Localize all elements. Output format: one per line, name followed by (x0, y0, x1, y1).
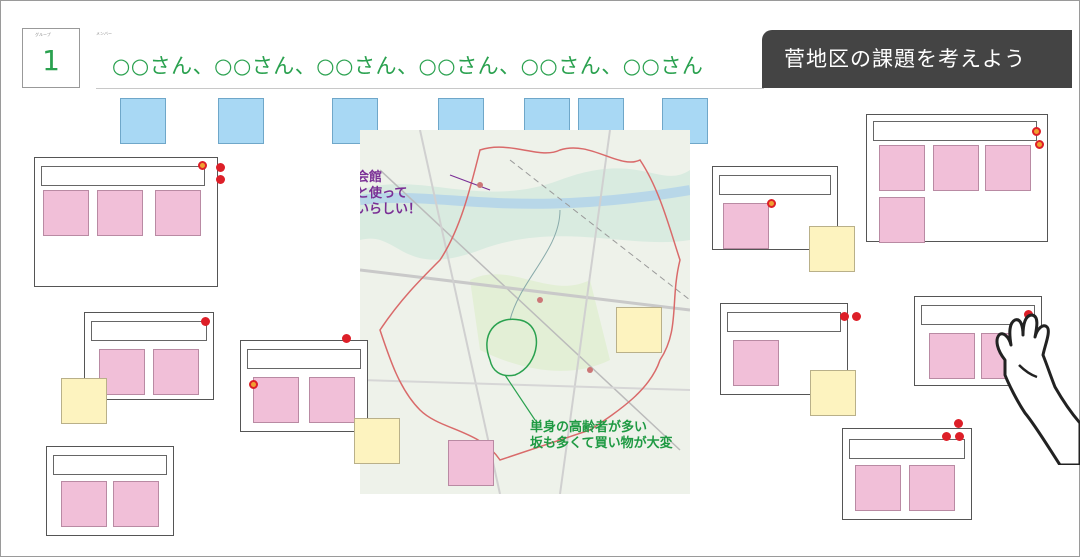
yellow-sticky-note[interactable] (354, 418, 400, 464)
card-title-field[interactable] (41, 166, 205, 186)
pink-sticky-note[interactable] (253, 377, 299, 423)
marker-dot[interactable] (216, 175, 225, 184)
area-map[interactable]: 町会会館 もっと使って ほしいらしい！ 単身の高齢者が多い 坂も多くて買い物が大… (360, 130, 690, 494)
pink-sticky-note[interactable] (909, 465, 955, 511)
idea-card[interactable] (842, 428, 972, 520)
map-note-1: 町会会館 もっと使って ほしいらしい！ (360, 170, 421, 218)
pink-sticky-note[interactable] (933, 145, 979, 191)
hand-cursor-icon (995, 313, 1080, 465)
yellow-sticky-note[interactable] (616, 307, 662, 353)
marker-dot[interactable] (852, 312, 861, 321)
map-note-line: ほしいらしい！ (360, 202, 422, 217)
pink-sticky-note[interactable] (733, 340, 779, 386)
yellow-sticky-note[interactable] (61, 378, 107, 424)
pink-sticky-note[interactable] (155, 190, 201, 236)
marker-dot[interactable] (954, 419, 963, 428)
idea-card[interactable] (866, 114, 1048, 243)
marker-dot[interactable] (767, 199, 776, 208)
pink-sticky-note[interactable] (309, 377, 355, 423)
blue-sticky-note[interactable] (120, 98, 166, 144)
group-label: グループ (35, 32, 51, 37)
marker-dot[interactable] (342, 334, 351, 343)
yellow-sticky-note[interactable] (809, 226, 855, 272)
card-title-field[interactable] (873, 121, 1037, 141)
members-underline (96, 88, 764, 89)
pink-sticky-note[interactable] (97, 190, 143, 236)
yellow-sticky-note[interactable] (810, 370, 856, 416)
idea-card[interactable] (46, 446, 174, 536)
idea-card[interactable] (240, 340, 368, 432)
map-note-line: 坂も多くて買い物が大変 (530, 436, 673, 451)
marker-dot[interactable] (955, 432, 964, 441)
marker-dot[interactable] (1035, 140, 1044, 149)
members-names: ○○さん、○○さん、○○さん、○○さん、○○さん、○○さん (112, 54, 704, 78)
pink-sticky-note[interactable] (723, 203, 769, 249)
pink-sticky-note[interactable] (113, 481, 159, 527)
card-title-field[interactable] (719, 175, 831, 195)
pink-sticky-note[interactable] (153, 349, 199, 395)
pink-sticky-note[interactable] (43, 190, 89, 236)
marker-dot[interactable] (216, 163, 225, 172)
pink-sticky-note[interactable] (985, 145, 1031, 191)
idea-card[interactable] (84, 312, 214, 400)
map-note-line: 単身の高齢者が多い (530, 420, 648, 435)
pink-sticky-note[interactable] (855, 465, 901, 511)
blue-sticky-note[interactable] (218, 98, 264, 144)
map-note-line: もっと使って (360, 186, 408, 201)
marker-dot[interactable] (840, 312, 849, 321)
pink-sticky-note[interactable] (448, 440, 494, 486)
marker-dot[interactable] (942, 432, 951, 441)
card-title-field[interactable] (727, 312, 841, 332)
pink-sticky-note[interactable] (61, 481, 107, 527)
marker-dot[interactable] (201, 317, 210, 326)
marker-dot[interactable] (198, 161, 207, 170)
card-title-field[interactable] (91, 321, 207, 341)
members-label: メンバー (96, 31, 112, 36)
pink-sticky-note[interactable] (879, 197, 925, 243)
group-box (22, 28, 80, 88)
card-title-field[interactable] (53, 455, 167, 475)
group-number: 1 (42, 44, 60, 77)
map-note-line: 町会会館 (360, 170, 383, 185)
page-title: 菅地区の課題を考えよう (762, 30, 1072, 88)
marker-dot[interactable] (1032, 127, 1041, 136)
card-title-field[interactable] (849, 439, 965, 459)
pink-sticky-note[interactable] (929, 333, 975, 379)
card-title-field[interactable] (247, 349, 361, 369)
idea-card[interactable] (712, 166, 838, 250)
idea-card[interactable] (34, 157, 218, 287)
map-note-2: 単身の高齢者が多い 坂も多くて買い物が大変 (530, 420, 673, 452)
marker-dot[interactable] (249, 380, 258, 389)
pink-sticky-note[interactable] (879, 145, 925, 191)
